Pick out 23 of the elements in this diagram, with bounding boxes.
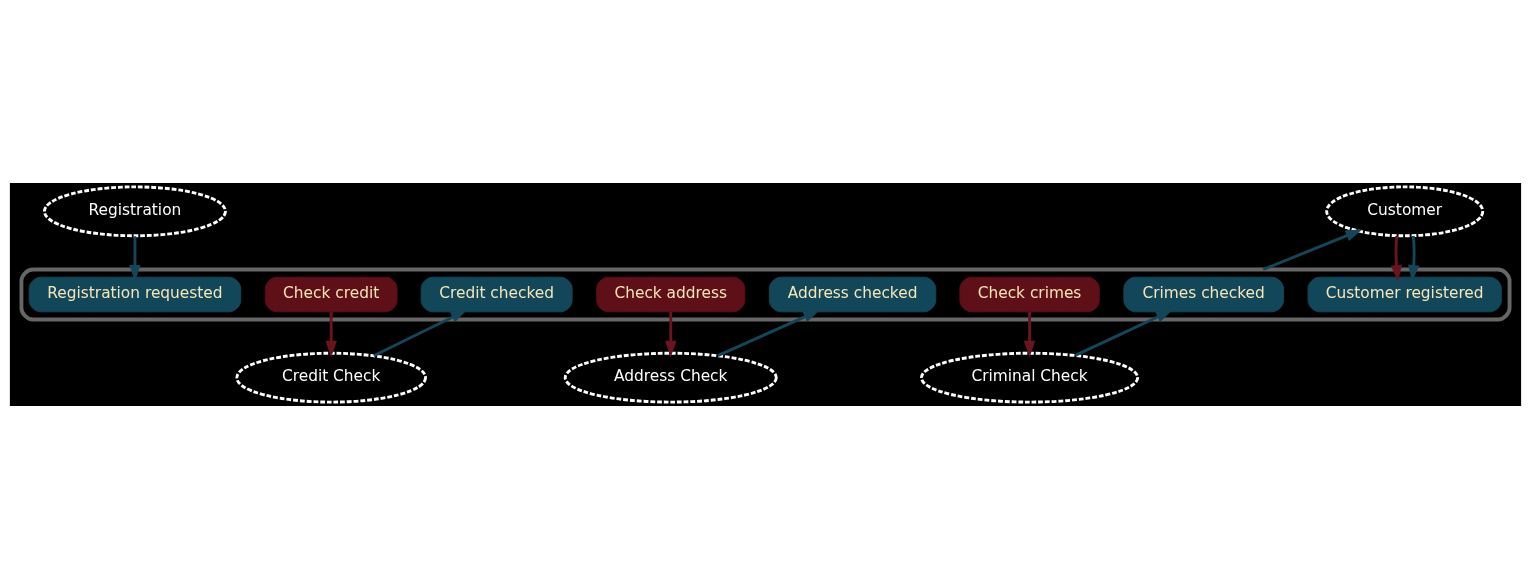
node-ellipse: Credit Check [235, 351, 427, 404]
arrow [1262, 229, 1363, 271]
node-box: Check credit [264, 276, 398, 312]
node-box: Check crimes [959, 276, 1100, 312]
arrow [1023, 311, 1036, 357]
node-box: Registration requested [28, 276, 242, 312]
arrow [325, 311, 337, 357]
node-box: Crimes checked [1123, 276, 1284, 312]
arrow [717, 309, 820, 357]
node-ellipse: Address Check [563, 351, 778, 404]
arrow [129, 235, 141, 281]
node-box: Address checked [768, 276, 937, 312]
arrow [1408, 235, 1420, 281]
arrow [1390, 235, 1403, 281]
node-ellipse: Customer [1325, 184, 1485, 237]
arrow [665, 311, 677, 357]
node-box: Credit checked [420, 276, 573, 312]
node-box: Check address [596, 276, 746, 312]
arrow [1074, 309, 1173, 357]
node-ellipse: Registration [43, 184, 227, 237]
node-box: Customer registered [1307, 276, 1502, 312]
node-ellipse: Criminal Check [920, 351, 1140, 404]
arrow [373, 309, 468, 357]
